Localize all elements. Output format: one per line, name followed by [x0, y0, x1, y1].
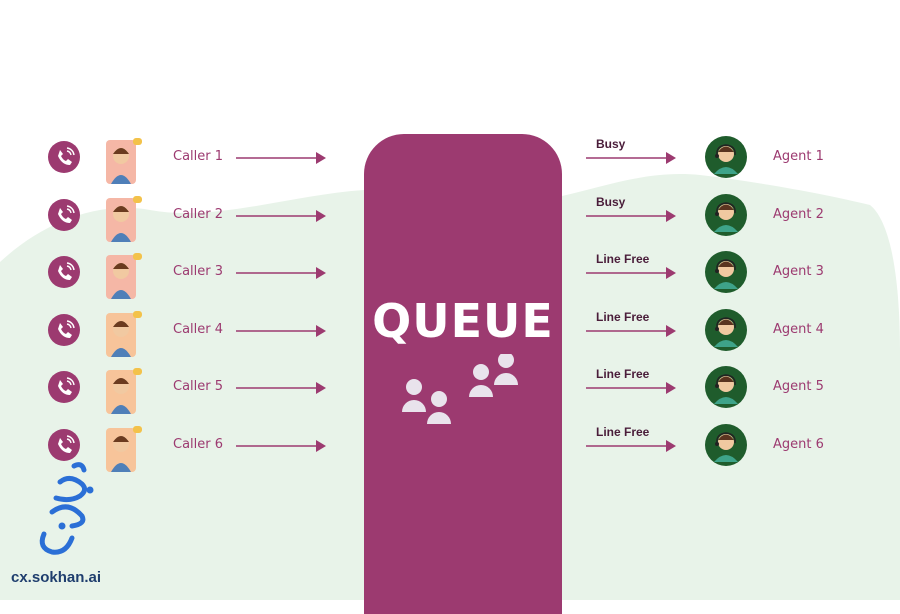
agent-label: Agent 5	[773, 379, 824, 394]
agent-status-label: Line Free	[596, 425, 650, 439]
agent-avatar	[705, 136, 747, 178]
right-arrow-icon	[236, 208, 326, 222]
queue-title: QUEUE	[372, 294, 554, 348]
speech-bubble-icon	[133, 196, 142, 203]
agent-status-label: Line Free	[596, 310, 650, 324]
queue-box: QUEUE	[364, 134, 562, 614]
right-arrow-icon	[586, 208, 676, 222]
right-arrow-icon	[586, 265, 676, 279]
people-group-icon	[402, 354, 518, 424]
caller-avatar	[106, 196, 142, 242]
speech-bubble-icon	[133, 138, 142, 145]
agent-label: Agent 6	[773, 437, 824, 452]
right-arrow-icon	[586, 380, 676, 394]
right-arrow-icon	[236, 150, 326, 164]
caller-avatar	[106, 253, 142, 299]
phone-call-icon	[48, 141, 80, 173]
queue-diagram: QUEUE Caller 1 Caller 2 Caller 3 Caller 4 Ca…	[0, 134, 900, 614]
branding-text: cx.sokhan.ai	[11, 569, 102, 586]
right-arrow-icon	[586, 150, 676, 164]
caller-label: Caller 5	[173, 379, 224, 394]
agent-label: Agent 2	[773, 207, 824, 222]
sokhan-logo-icon	[39, 462, 94, 555]
speech-bubble-icon	[133, 426, 142, 433]
agent-status-label: Line Free	[596, 252, 650, 266]
speech-bubble-icon	[133, 311, 142, 318]
right-arrow-icon	[236, 380, 326, 394]
agent-avatar	[705, 424, 747, 466]
agent-avatar	[705, 251, 747, 293]
agent-avatar	[705, 366, 747, 408]
caller-label: Caller 6	[173, 437, 224, 452]
right-arrow-icon	[236, 265, 326, 279]
agent-avatar	[705, 194, 747, 236]
phone-call-icon	[48, 199, 80, 231]
phone-call-icon	[48, 256, 80, 288]
phone-call-icon	[48, 371, 80, 403]
caller-avatar	[106, 426, 142, 472]
right-arrow-icon	[236, 438, 326, 452]
right-arrow-icon	[586, 438, 676, 452]
phone-call-icon	[48, 314, 80, 346]
speech-bubble-icon	[133, 253, 142, 260]
agent-avatar	[705, 309, 747, 351]
caller-label: Caller 2	[173, 207, 224, 222]
caller-label: Caller 3	[173, 264, 224, 279]
caller-label: Caller 4	[173, 322, 224, 337]
caller-avatar	[106, 311, 142, 357]
caller-label: Caller 1	[173, 149, 224, 164]
agent-label: Agent 3	[773, 264, 824, 279]
right-arrow-icon	[586, 323, 676, 337]
phone-call-icon	[48, 429, 80, 461]
speech-bubble-icon	[133, 368, 142, 375]
agent-status-label: Busy	[596, 195, 626, 209]
agent-status-label: Busy	[596, 137, 626, 151]
agent-label: Agent 1	[773, 149, 824, 164]
caller-avatar	[106, 368, 142, 414]
agent-status-label: Line Free	[596, 367, 650, 381]
right-arrow-icon	[236, 323, 326, 337]
caller-avatar	[106, 138, 142, 184]
agent-label: Agent 4	[773, 322, 824, 337]
